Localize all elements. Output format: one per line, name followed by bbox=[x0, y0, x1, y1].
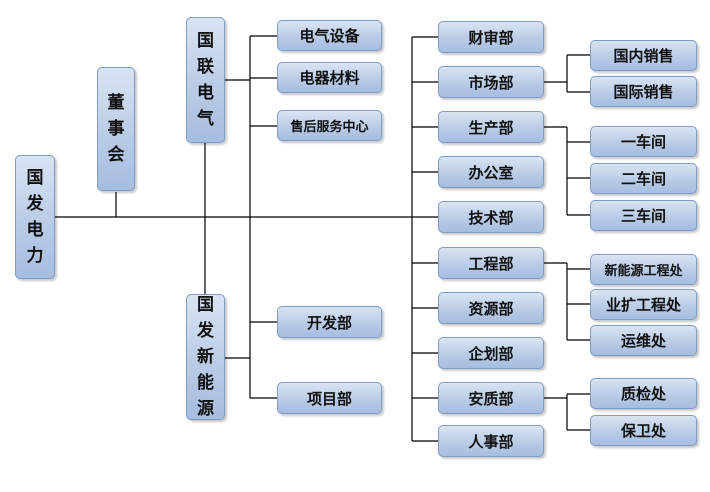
node-expansion-eng: 业扩工程处 bbox=[590, 289, 697, 320]
node-intl-sales: 国际销售 bbox=[590, 76, 697, 107]
node-resources: 资源部 bbox=[438, 292, 544, 324]
node-hr: 人事部 bbox=[438, 425, 544, 457]
node-operations: 运维处 bbox=[590, 325, 697, 356]
node-office: 办公室 bbox=[438, 156, 544, 188]
node-electrical-equipment: 电气设备 bbox=[277, 20, 382, 51]
node-after-sales: 售后服务中心 bbox=[277, 110, 382, 141]
node-root: 国发电力 bbox=[15, 155, 55, 279]
node-guolian: 国联电气 bbox=[186, 17, 225, 143]
node-project: 项目部 bbox=[277, 382, 382, 414]
node-market: 市场部 bbox=[438, 66, 544, 98]
node-board: 董事会 bbox=[97, 67, 135, 191]
node-domestic-sales: 国内销售 bbox=[590, 40, 697, 71]
node-safety-quality: 安质部 bbox=[438, 382, 544, 414]
node-newenergy: 国发新能源 bbox=[186, 294, 225, 420]
node-planning: 企划部 bbox=[438, 337, 544, 369]
node-new-energy-eng: 新能源工程处 bbox=[590, 254, 697, 285]
node-production: 生产部 bbox=[438, 111, 544, 143]
node-security: 保卫处 bbox=[590, 415, 697, 446]
node-engineering: 工程部 bbox=[438, 247, 544, 279]
node-workshop-1: 一车间 bbox=[590, 126, 697, 157]
node-workshop-2: 二车间 bbox=[590, 163, 697, 194]
node-quality-inspection: 质检处 bbox=[590, 378, 697, 409]
node-workshop-3: 三车间 bbox=[590, 200, 697, 231]
node-development: 开发部 bbox=[277, 306, 382, 338]
node-technology: 技术部 bbox=[438, 201, 544, 233]
node-electrical-materials: 电器材料 bbox=[277, 62, 382, 93]
node-finance: 财审部 bbox=[438, 21, 544, 53]
